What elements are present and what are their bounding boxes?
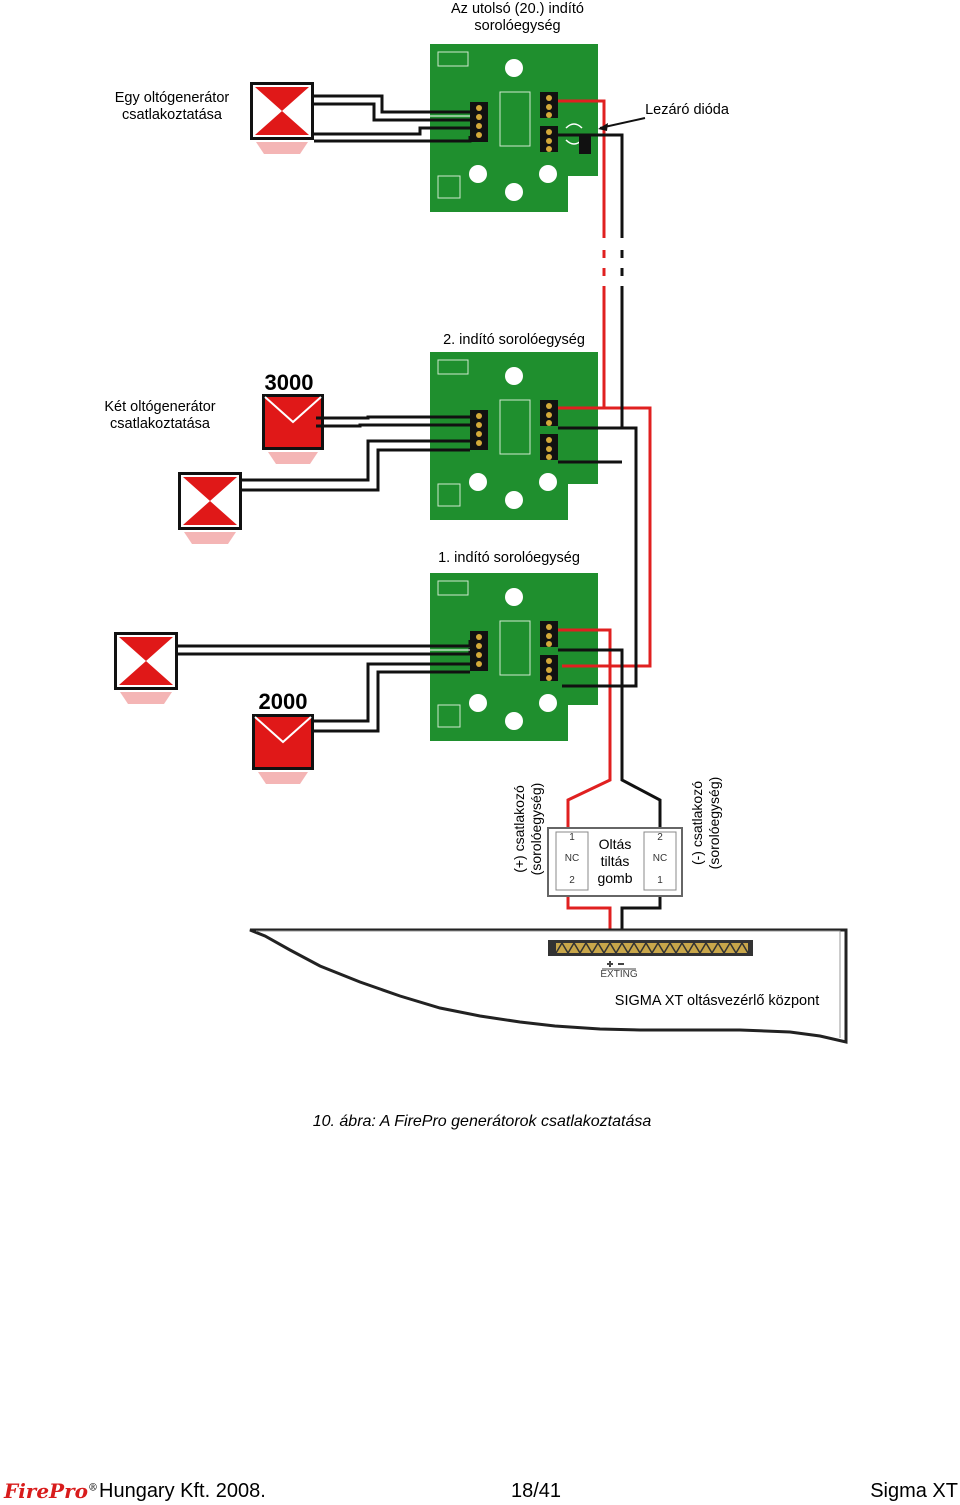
one-generator-label-line2: csatlakoztatása: [122, 107, 222, 123]
extinguisher-generator-icon: [250, 82, 314, 154]
exting-label: EXTING: [600, 969, 638, 980]
wiring-diagram: [114, 43, 848, 1044]
extinguisher-generator-icon: [178, 472, 242, 544]
right-nc-label: NC: [652, 853, 668, 864]
disable-button-label: Oltás tiltás gomb: [589, 836, 641, 887]
extinguisher-generator-icon: [114, 632, 178, 704]
two-generators-label-line1: Két oltógenerátor: [104, 399, 216, 415]
control-unit-2-board: [429, 351, 599, 521]
last-unit-label-line1: Az utolsó (20.) indító: [451, 1, 584, 17]
minus-connector-label: (-) csatlakozó (sorolóegység): [689, 763, 723, 883]
registered-mark: ®: [87, 1482, 98, 1494]
extinguisher-generator-3000-icon: [261, 393, 325, 465]
plus-connector-label: (+) csatlakozó (sorolóegység): [511, 769, 545, 889]
last-unit-label: Az utolsó (20.) indító sorolóegység: [445, 1, 590, 35]
figure-caption: 10. ábra: A FirePro generátorok csatlako…: [312, 1113, 652, 1130]
control-panel-outline: [249, 928, 848, 1044]
last-unit-label-line2: sorolóegység: [474, 18, 561, 34]
extinguisher-generator-2000-icon: [251, 713, 315, 785]
generator-3000-label: 3000: [264, 370, 314, 395]
plus-connector-label-line1: (+) csatlakozó: [511, 785, 527, 873]
disable-button-label-line2: tiltás: [600, 853, 630, 869]
unit-2-label: 2. indító sorolóegység: [443, 332, 585, 348]
extinguishing-disable-button: [547, 827, 683, 897]
firepro-logo: FirePro®: [4, 1479, 98, 1503]
page-footer: FirePro® Hungary Kft. 2008. 18/41 Sigma …: [0, 1477, 960, 1505]
diode-label: Lezáró dióda: [645, 102, 729, 118]
panel-terminal-block: [548, 940, 753, 956]
disable-button-label-line1: Oltás: [598, 836, 632, 852]
unit-1-label: 1. indító sorolóegység: [438, 550, 580, 566]
right-pin-2: 2: [657, 832, 663, 843]
brand-name: FirePro: [4, 1479, 88, 1503]
minus-connector-label-line2: (sorolóegység): [706, 776, 722, 870]
generator-2000-label: 2000: [258, 689, 308, 714]
left-nc-label: NC: [564, 853, 580, 864]
minus-connector-label-line1: (-) csatlakozó: [689, 780, 705, 866]
footer-product: Sigma XT: [870, 1480, 958, 1502]
negative-line: [558, 133, 662, 940]
plus-connector-label-line2: (sorolóegység): [528, 782, 544, 876]
one-generator-label: Egy oltógenerátor csatlakoztatása: [108, 90, 236, 124]
disable-button-label-line3: gomb: [597, 870, 633, 886]
control-panel-label: SIGMA XT oltásvezérlő központ: [614, 993, 820, 1009]
one-generator-label-line1: Egy oltógenerátor: [114, 90, 230, 106]
left-pin-2: 2: [569, 875, 575, 886]
page-number: 18/41: [511, 1480, 562, 1502]
two-generators-label: Két oltógenerátor csatlakoztatása: [98, 399, 222, 433]
left-pin-1: 1: [569, 832, 575, 843]
termination-diode-icon: [565, 117, 646, 154]
control-unit-1-board: [429, 572, 599, 742]
exting-terminal-icon: [602, 961, 636, 970]
right-pin-1: 1: [657, 875, 663, 886]
footer-company: Hungary Kft. 2008.: [99, 1480, 266, 1502]
two-generators-label-line2: csatlakoztatása: [110, 416, 210, 432]
